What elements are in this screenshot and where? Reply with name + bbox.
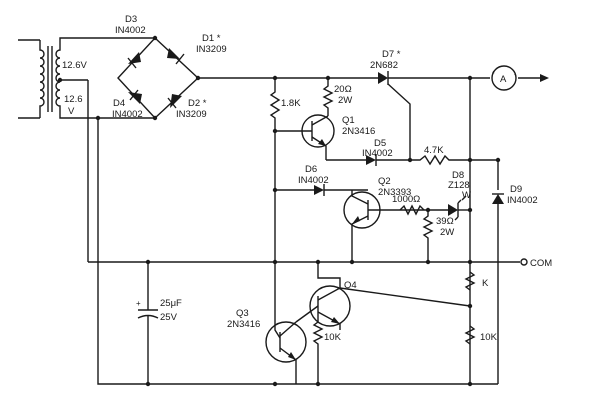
d9-ref: D9 (510, 184, 522, 195)
ammeter-label: A (500, 74, 507, 85)
scr-d7: D7 * 2N682 (370, 49, 411, 160)
secondary-bottom-label: 12.6 (64, 94, 83, 105)
cap-voltage: 25V (160, 312, 178, 323)
ammeter-plus: * (492, 71, 495, 78)
secondary-bottom-unit: V (68, 106, 75, 117)
d3-part: IN4002 (115, 25, 146, 36)
d7-ref: D7 * (382, 49, 401, 60)
transformer: 12.6V 12.6 V (18, 37, 155, 262)
resistor-1k8: 1.8K (269, 78, 301, 262)
resistor-k: K (464, 271, 489, 291)
transistor-q1: Q1 2N3416 (272, 114, 375, 160)
d7-part: 2N682 (370, 60, 398, 71)
resistor-10k-q4: 10K (312, 316, 342, 384)
r-1000-label: 1000Ω (392, 194, 420, 205)
r-39-value: 39Ω (436, 216, 454, 227)
d6-row: D6 IN4002 (272, 164, 368, 196)
d4-ref: D4 (113, 98, 125, 109)
r-10k-q4-label: 10K (324, 332, 342, 343)
d9-part: IN4002 (507, 195, 538, 206)
d8-part: Z128 (448, 180, 470, 191)
resistor-39ohm: 39Ω 2W (422, 210, 454, 262)
right-wiring: D9 IN4002 (467, 78, 538, 384)
d2-part: IN3209 (176, 109, 207, 120)
transistor-q3: Q3 2N3416 (227, 262, 307, 384)
r-1k8-label: 1.8K (281, 98, 301, 109)
q3-part: 2N3416 (227, 319, 260, 330)
ammeter: A * - (491, 65, 517, 91)
diode-d2 (167, 94, 182, 109)
r-20-power: 2W (338, 95, 352, 106)
d1-ref: D1 * (202, 33, 221, 44)
cap-plus: + (136, 299, 141, 308)
zener-d8: D8 Z128 W (448, 170, 471, 221)
d2-ref: D2 * (188, 98, 207, 109)
r-47k-label: 4.7K (424, 145, 444, 156)
r-10k-div-label: 10K (480, 332, 498, 343)
secondary-top-label: 12.6V (62, 60, 87, 71)
resistor-1000ohm: 1000Ω (392, 194, 431, 216)
q3-ref: Q3 (236, 308, 249, 319)
r-39-power: 2W (440, 227, 454, 238)
com-rail: COM (88, 258, 552, 269)
d5-row: D5 IN4002 4.7K (326, 138, 498, 166)
q2-part: 2N3393 (378, 187, 411, 198)
r-20-value: 20Ω (334, 84, 352, 95)
d6-part: IN4002 (298, 175, 329, 186)
cap-value: 25μF (160, 298, 182, 309)
diode-d1 (167, 48, 185, 65)
resistor-20ohm: 20Ω 2W (322, 78, 352, 116)
d8-note: W (462, 190, 471, 201)
d3-ref: D3 (125, 14, 137, 25)
q4-ref: Q4 (344, 280, 357, 291)
resistor-10k-div: 10K (464, 303, 498, 345)
d1-part: IN3209 (196, 44, 227, 55)
q1-part: 2N3416 (342, 126, 375, 137)
d8-ref: D8 (452, 170, 464, 181)
transistor-q4: Q4 (295, 262, 471, 330)
q2-ref: Q2 (378, 176, 391, 187)
d4-part: IN4002 (112, 109, 143, 120)
ammeter-minus: - (514, 72, 517, 79)
q1-ref: Q1 (342, 115, 355, 126)
capacitor-25uf: + 25μF 25V (136, 262, 182, 384)
d5-ref: D5 (374, 138, 386, 149)
d6-ref: D6 (305, 164, 317, 175)
diode-d4 (128, 89, 142, 104)
com-label: COM (530, 258, 552, 269)
bridge-rectifier: D3 IN4002 D1 * IN3209 D4 IN4002 D2 * IN3… (112, 14, 227, 121)
r-k-label: K (482, 278, 489, 289)
d5-part: IN4002 (362, 148, 393, 159)
transistor-q2: Q2 2N3393 (343, 176, 448, 262)
diode-d3 (127, 52, 141, 69)
